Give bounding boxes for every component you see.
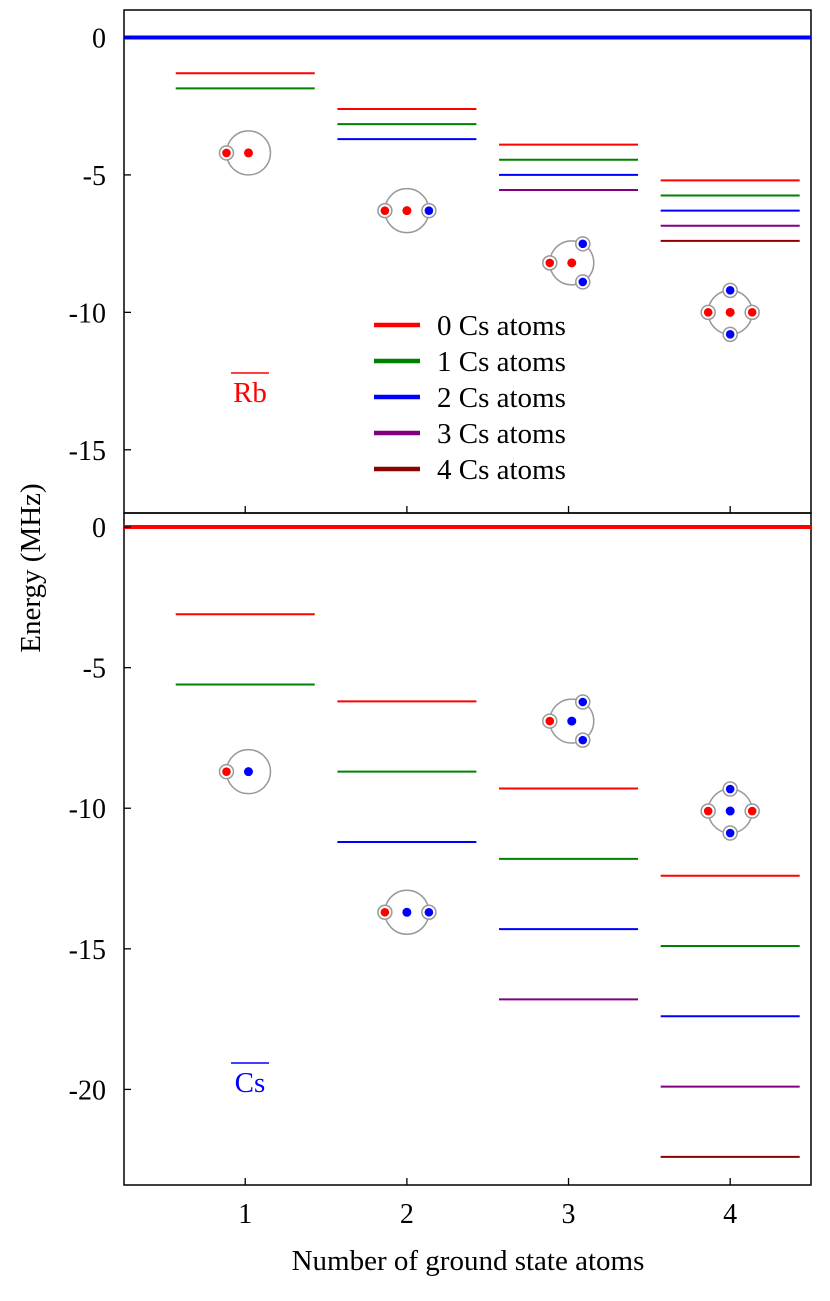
y-axis-label: Energy (MHz) bbox=[15, 483, 47, 652]
cs-atom-icon bbox=[725, 286, 735, 295]
x-tick-label: 4 bbox=[723, 1199, 737, 1230]
cs-atom-icon bbox=[424, 907, 434, 917]
center-atom-icon bbox=[567, 716, 577, 726]
molecule-inset-n1 bbox=[218, 130, 272, 176]
cs-atom-icon bbox=[725, 330, 735, 339]
center-atom-icon bbox=[725, 307, 735, 317]
rb-atom-icon bbox=[703, 308, 713, 317]
x-tick-label: 2 bbox=[400, 1199, 414, 1230]
top-panel-label: Rb bbox=[233, 377, 267, 409]
rb-atom-icon bbox=[747, 806, 757, 816]
y-tick-label: 0 bbox=[92, 23, 106, 54]
top-panel: 0 -5 -10 -15 Rb 0 Cs atoms 1 Cs atoms 2 Cs atom… bbox=[69, 9, 812, 514]
x-tick-label: 1 bbox=[238, 1199, 252, 1230]
bottom-frame bbox=[123, 512, 812, 1186]
y-tick-label: -15 bbox=[69, 935, 106, 966]
legend-label: 0 Cs atoms bbox=[437, 310, 566, 342]
y-tick-label: 0 bbox=[92, 513, 106, 544]
y-tick-label: -20 bbox=[69, 1075, 106, 1106]
cs-atom-icon bbox=[725, 784, 735, 794]
bottom-panel-label: Cs bbox=[235, 1067, 266, 1099]
center-atom-icon bbox=[725, 806, 735, 816]
molecule-inset-n3 bbox=[542, 236, 595, 290]
panels: 0 -5 -10 -15 Rb 0 Cs atoms 1 Cs atoms 2 Cs atom… bbox=[69, 9, 812, 1230]
x-axis-label: Number of ground state atoms bbox=[292, 1245, 645, 1277]
rb-atom-icon bbox=[380, 206, 390, 215]
molecule-inset-n4 bbox=[700, 781, 760, 841]
molecule-inset-n2 bbox=[377, 889, 437, 936]
y-tick-label: -5 bbox=[83, 654, 106, 685]
bottom-panel: 0 -5 -10 -15 -20 1 2 3 4 Cs bbox=[69, 512, 812, 1230]
y-tick-label: -10 bbox=[69, 298, 106, 329]
legend-label: 4 Cs atoms bbox=[437, 454, 566, 486]
rb-atom-icon bbox=[222, 148, 231, 158]
cs-atom-icon bbox=[424, 206, 434, 215]
cs-atom-icon bbox=[725, 828, 735, 838]
center-atom-icon bbox=[243, 148, 253, 158]
y-tick-label: -15 bbox=[69, 436, 106, 467]
y-tick-label: -10 bbox=[69, 794, 106, 825]
cs-atom-icon bbox=[578, 697, 588, 707]
center-atom-icon bbox=[402, 907, 412, 917]
center-atom-icon bbox=[567, 258, 577, 268]
molecule-inset-n2 bbox=[377, 187, 437, 234]
legend: 0 Cs atoms 1 Cs atoms 2 Cs atoms 3 Cs atoms… bbox=[374, 310, 566, 486]
x-tick-label: 3 bbox=[562, 1199, 576, 1230]
molecule-inset-n3 bbox=[542, 694, 595, 748]
center-atom-icon bbox=[402, 206, 412, 216]
rb-atom-icon bbox=[545, 716, 555, 726]
rb-atom-icon bbox=[380, 907, 390, 917]
molecule-inset-n1 bbox=[218, 748, 272, 795]
rb-atom-icon bbox=[545, 258, 555, 268]
molecule-inset-n4 bbox=[700, 282, 760, 343]
cs-atom-icon bbox=[578, 239, 588, 249]
legend-label: 2 Cs atoms bbox=[437, 382, 566, 414]
rb-atom-icon bbox=[747, 308, 757, 317]
legend-label: 1 Cs atoms bbox=[437, 346, 566, 378]
center-atom-icon bbox=[243, 767, 253, 777]
cs-atom-icon bbox=[578, 735, 588, 745]
rb-atom-icon bbox=[222, 767, 231, 776]
cs-atom-icon bbox=[578, 277, 588, 287]
rb-atom-icon bbox=[703, 806, 713, 816]
legend-label: 3 Cs atoms bbox=[437, 418, 566, 450]
y-tick-label: -5 bbox=[83, 161, 106, 192]
